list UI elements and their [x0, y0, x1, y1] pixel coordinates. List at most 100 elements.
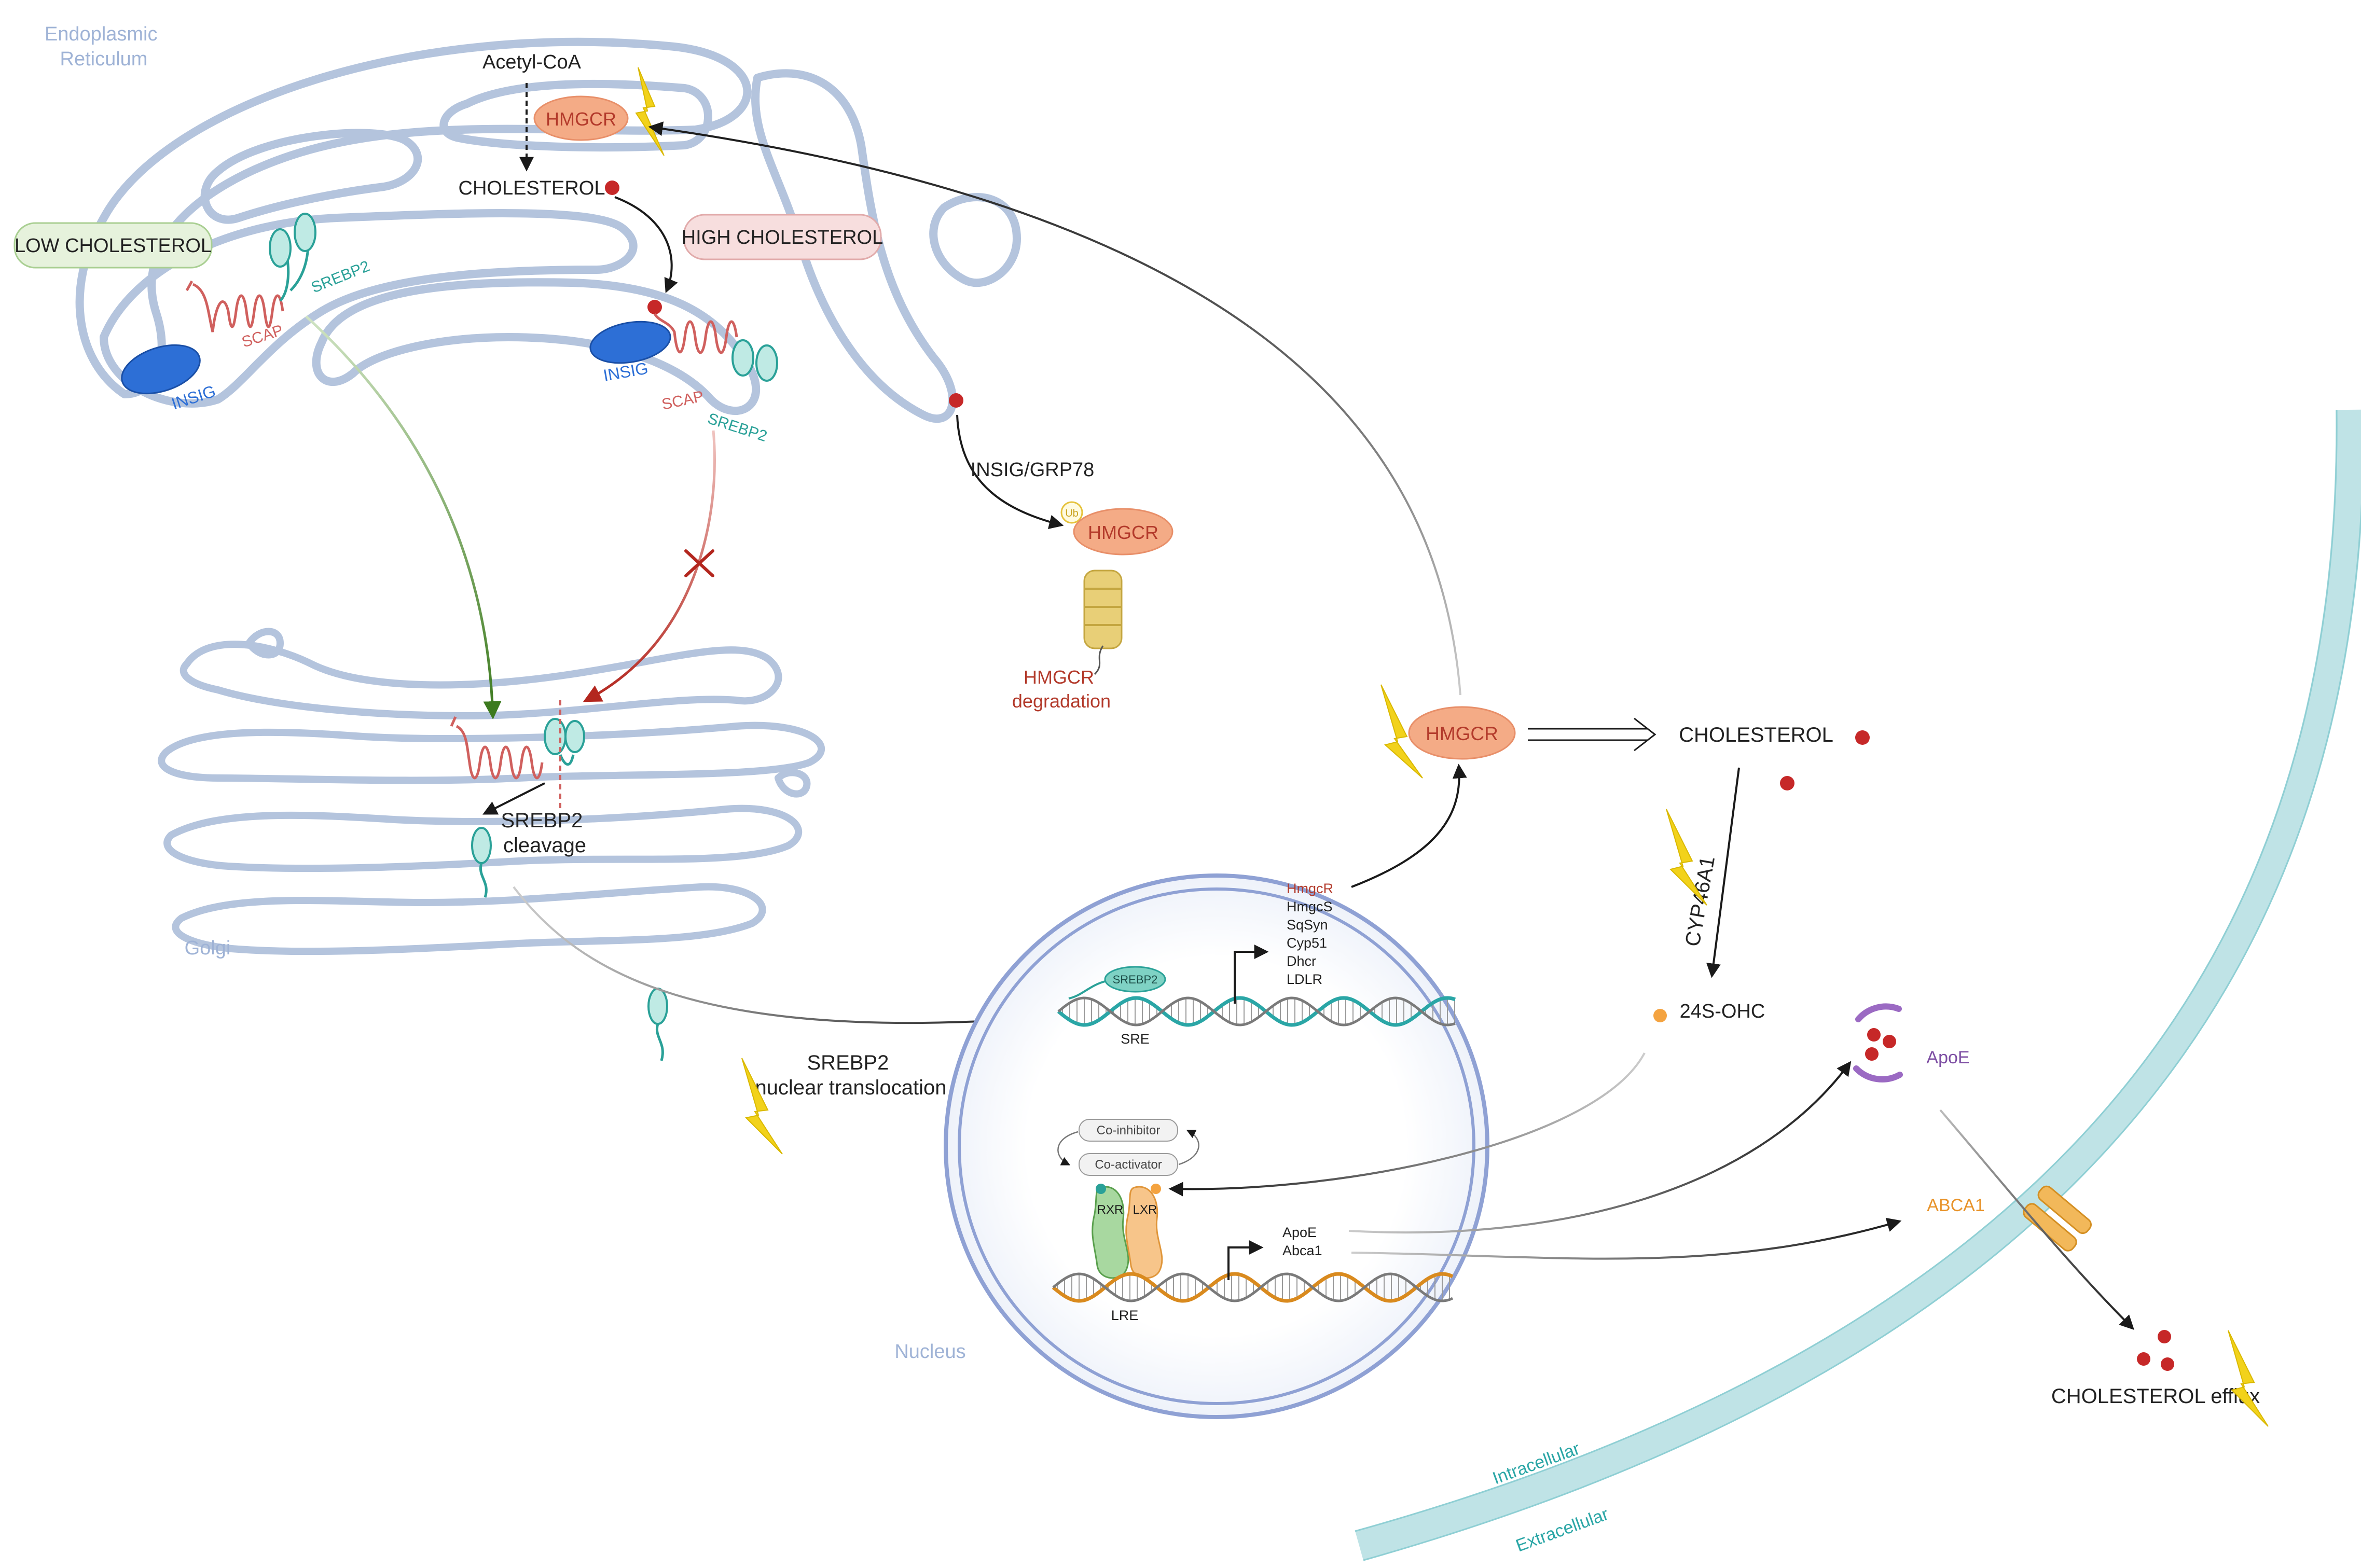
low-scap-protein — [185, 280, 284, 332]
nuclear-translocation-line2: nuclear translocation — [755, 1076, 946, 1099]
degradation-arrow — [956, 414, 1064, 529]
cytoplasm-hmgcr-label: HMGCR — [1426, 723, 1498, 744]
abca1-expression-arrow — [1351, 1217, 1902, 1260]
lre-dna-helix — [1052, 1272, 1454, 1303]
er-cisterna-center — [312, 278, 761, 415]
er-cisterna-middle — [200, 129, 422, 224]
er-hmgcr-enzyme: HMGCR — [533, 95, 629, 141]
lightning-icon — [1666, 809, 1707, 906]
sre-transcription-arrow — [1234, 945, 1269, 1004]
golgi-apparatus — [158, 628, 825, 955]
golgi-label: Golgi — [185, 937, 231, 959]
lre-label: LRE — [1111, 1308, 1139, 1323]
cyp46a1-conversion-arrow — [1706, 767, 1740, 978]
golgi-vesicle-2 — [775, 769, 811, 798]
cholesterol-dot-icon — [1780, 776, 1794, 790]
golgi-vesicle-1 — [245, 628, 284, 659]
nucleus — [944, 873, 1489, 1419]
golgi-scap-protein — [450, 716, 544, 780]
lxr-protein — [1125, 1186, 1163, 1279]
golgi-cisterna-4 — [172, 883, 766, 955]
degradation-caption-line1: HMGCR — [1024, 667, 1094, 688]
cholesterol-dot-icon — [605, 181, 619, 195]
sre-srebp2-factor: SREBP2 — [1068, 966, 1166, 1000]
effluxed-cholesterol-icon — [2137, 1330, 2174, 1371]
er-cholesterol-label: CHOLESTEROL — [459, 177, 605, 199]
cytoplasm-cholesterol-label: CHOLESTEROL — [1679, 724, 1833, 746]
sre-label: SRE — [1121, 1031, 1150, 1047]
nucleus-label: Nucleus — [894, 1341, 965, 1363]
low-insig-protein — [121, 344, 201, 395]
ubiquitin-icon — [1060, 501, 1083, 524]
acetyl-coa-label: Acetyl-CoA — [482, 51, 582, 73]
nuclear-translocation-arrow — [513, 886, 1046, 1026]
target-gene-ldlr: LDLR — [1287, 972, 1322, 987]
lre-dna-strand — [1052, 1272, 1454, 1302]
oxysterol-to-lxr-arrow — [1168, 1052, 1646, 1197]
nuclear-translocation-label: SREBP2 nuclear translocation — [755, 1051, 946, 1099]
proteasome-icon — [1083, 570, 1123, 675]
co-activator-label: Co-activator — [1095, 1158, 1162, 1172]
golgi-cisterna-3 — [163, 804, 803, 872]
high-cholesterol-box: HIGH CHOLESTEROL — [682, 214, 883, 260]
cleaved-srebp2-fragment — [471, 827, 492, 898]
translocating-srebp2-fragment — [647, 988, 668, 1061]
target-gene-hmgcs: HmgcS — [1287, 899, 1333, 914]
high-insig-protein — [589, 321, 671, 364]
golgi-cisterna-1 — [180, 641, 782, 719]
nuclear-envelope-inner — [958, 887, 1475, 1405]
target-gene-sqsyn: SqSyn — [1287, 917, 1328, 933]
rxr-lxr-heterodimer: RXR LXR — [1092, 1184, 1163, 1279]
cyp46a1-label: CYP46A1 — [1681, 854, 1719, 948]
degradation-caption-line2: degradation — [1012, 690, 1111, 712]
block-cross-icon — [684, 549, 714, 577]
lxr-target-genes: ApoE Abca1 — [1282, 1225, 1322, 1258]
low-cholesterol-box: LOW CHOLESTEROL — [13, 222, 213, 269]
coregulator-exchange: Co-inhibitor Co-activator — [1057, 1119, 1199, 1176]
low-cholesterol-label: LOW CHOLESTEROL — [15, 235, 212, 257]
lightning-icon — [2228, 1330, 2269, 1427]
golgi-cisterna-2 — [158, 721, 825, 784]
hmgcr-to-er-feedback-arrow — [648, 121, 1461, 696]
ubiquitin-label: Ub — [1065, 508, 1079, 519]
nuclear-envelope-outer — [944, 873, 1489, 1419]
insig-grp78-label: INSIG/GRP78 — [971, 459, 1095, 481]
synthesis-double-arrow — [1528, 717, 1656, 752]
er-label: Endoplasmic Reticulum — [45, 23, 163, 70]
cleavage-arrow — [482, 782, 545, 815]
degradation-hmgcr-label: HMGCR — [1088, 522, 1158, 543]
lxr-target-abca1: Abca1 — [1282, 1243, 1322, 1258]
cytoplasm-hmgcr-enzyme: HMGCR — [1408, 706, 1516, 760]
srebp2-cleavage-line1: SREBP2 — [501, 809, 583, 832]
lightning-icon — [635, 67, 665, 156]
oxysterol-label: 24S-OHC — [1680, 1001, 1765, 1022]
er-label-line1: Endoplasmic — [45, 23, 158, 45]
apoe-lipoprotein-icon — [1853, 1003, 1903, 1083]
srebp2-cleavage-label: SREBP2 cleavage — [501, 809, 589, 857]
er-cisterna-far-right — [929, 193, 1021, 287]
apoe-expression-arrow — [1348, 1061, 1852, 1234]
target-gene-cyp51: Cyp51 — [1287, 935, 1327, 951]
cholesterol-efflux-label: CHOLESTEROL efflux — [2051, 1385, 2260, 1408]
lxr-label: LXR — [1133, 1203, 1157, 1217]
golgi-scap-srebp2-complex — [450, 700, 585, 809]
abca1-label: ABCA1 — [1927, 1196, 1985, 1215]
bound-cholesterol-dot-icon — [647, 300, 662, 314]
hmgcr-gene-expression-arrow — [1351, 764, 1467, 888]
cell-plasma-membrane — [1355, 409, 2361, 1561]
sre-dna-strand — [1057, 996, 1456, 1027]
sre-srebp2-label: SREBP2 — [1113, 973, 1158, 986]
cholesterol-to-scap-arrow — [614, 196, 678, 294]
srebp2-cleavage-line2: cleavage — [503, 834, 586, 857]
sre-dna-helix — [1057, 996, 1456, 1027]
lre-transcription-arrow — [1227, 1240, 1264, 1280]
er-cholesterol-dot-icon — [949, 393, 963, 408]
low-cholesterol-transport-arrow — [305, 315, 502, 719]
nuclear-translocation-line1: SREBP2 — [807, 1051, 889, 1074]
degradation-caption: HMGCR degradation — [1012, 667, 1111, 712]
target-gene-dhcr: Dhcr — [1287, 953, 1316, 969]
lre-dna-strand — [1052, 1272, 1454, 1303]
extracellular-label: Extracellular — [1513, 1504, 1611, 1556]
